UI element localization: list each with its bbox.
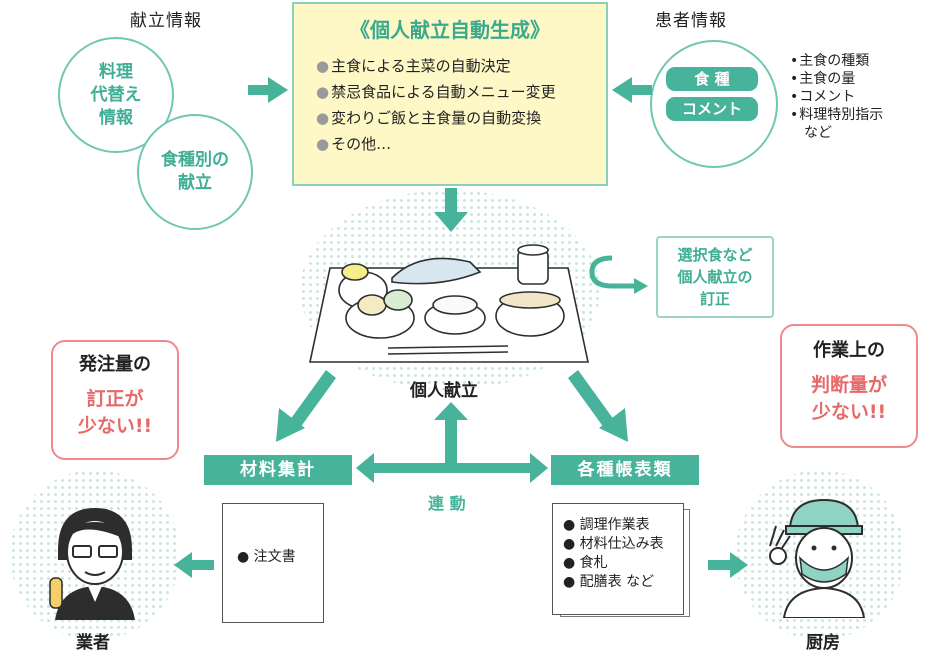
vendor-speech-line3: 少ない!! <box>77 415 153 437</box>
auto-generation-title: 《個人献立自動生成》 <box>350 18 550 42</box>
bullets-tail: など <box>804 125 832 141</box>
vendor-label: 業者 <box>76 633 110 653</box>
vendor-speech-line2: 訂正が <box>86 388 144 410</box>
list-item: ● 調理作業表 <box>563 517 650 533</box>
various-forms-box: 各種帳表類 <box>551 455 699 485</box>
list-item-label: 調理作業表 <box>579 517 650 533</box>
diet-type-pill: 食 種 <box>666 67 758 91</box>
linkage-label: 連 動 <box>428 494 466 513</box>
list-item: 主食の量 <box>790 70 883 88</box>
kitchen-label: 厨房 <box>806 633 840 653</box>
vendor-person-icon <box>49 508 135 620</box>
auto-generation-box: 《個人献立自動生成》 主食による主菜の自動決定 禁忌食品による自動メニュー変更 … <box>292 2 608 186</box>
comment-pill: コメント <box>666 97 758 121</box>
substitute-info-circle: 料理 代替え 情報 <box>58 37 174 153</box>
kitchen-speech-line3: 少ない!! <box>811 401 887 423</box>
forms-doc: ● 調理作業表 ● 材料仕込み表 ● 食札 ● 配膳表 など <box>552 503 684 615</box>
menu-by-type-circle: 食種別の 献立 <box>137 114 253 230</box>
list-item: ● 食札 <box>563 555 608 571</box>
list-item: コメント <box>790 88 883 106</box>
list-item: 料理特別指示 <box>790 106 883 124</box>
kitchen-person-icon <box>769 498 866 618</box>
revision-box: 選択食など 個人献立の 訂正 <box>656 236 774 318</box>
list-item-label: 食札 <box>579 555 608 571</box>
list-item: その他… <box>316 131 606 157</box>
list-item: 禁忌食品による自動メニュー変更 <box>316 79 606 105</box>
kitchen-speech-line1: 作業上の <box>813 340 885 361</box>
order-form-label: 注文書 <box>253 549 296 565</box>
meal-tray-illustration <box>309 244 589 363</box>
patient-bullets: 主食の種類 主食の量 コメント 料理特別指示 など <box>790 52 883 142</box>
list-item: ● 材料仕込み表 <box>563 536 664 552</box>
kitchen-speech-bubble: 作業上の 判断量が 少ない!! <box>780 324 918 448</box>
list-item: ● 配膳表 など <box>563 574 655 590</box>
kitchen-speech-line2: 判断量が <box>810 374 887 396</box>
patient-info-label: 患者情報 <box>655 11 727 31</box>
menu-info-label: 献立情報 <box>130 11 202 31</box>
list-item: 主食の種類 <box>790 52 883 70</box>
order-form-text: ● 注文書 <box>237 549 296 565</box>
list-item-label: 材料仕込み表 <box>579 536 664 552</box>
auto-generation-list: 主食による主菜の自動決定 禁忌食品による自動メニュー変更 変わりご飯と主食量の自… <box>316 53 606 157</box>
order-form-doc: ● 注文書 <box>222 503 324 623</box>
list-item-label: 配膳表 など <box>579 574 655 590</box>
vendor-speech-line1: 発注量の <box>79 354 151 375</box>
individual-menu-label: 個人献立 <box>410 381 478 401</box>
list-item: 主食による主菜の自動決定 <box>316 53 606 79</box>
materials-total-box: 材料集計 <box>204 455 352 485</box>
vendor-speech-bubble: 発注量の 訂正が 少ない!! <box>51 340 179 460</box>
list-item: 変わりご飯と主食量の自動変換 <box>316 105 606 131</box>
